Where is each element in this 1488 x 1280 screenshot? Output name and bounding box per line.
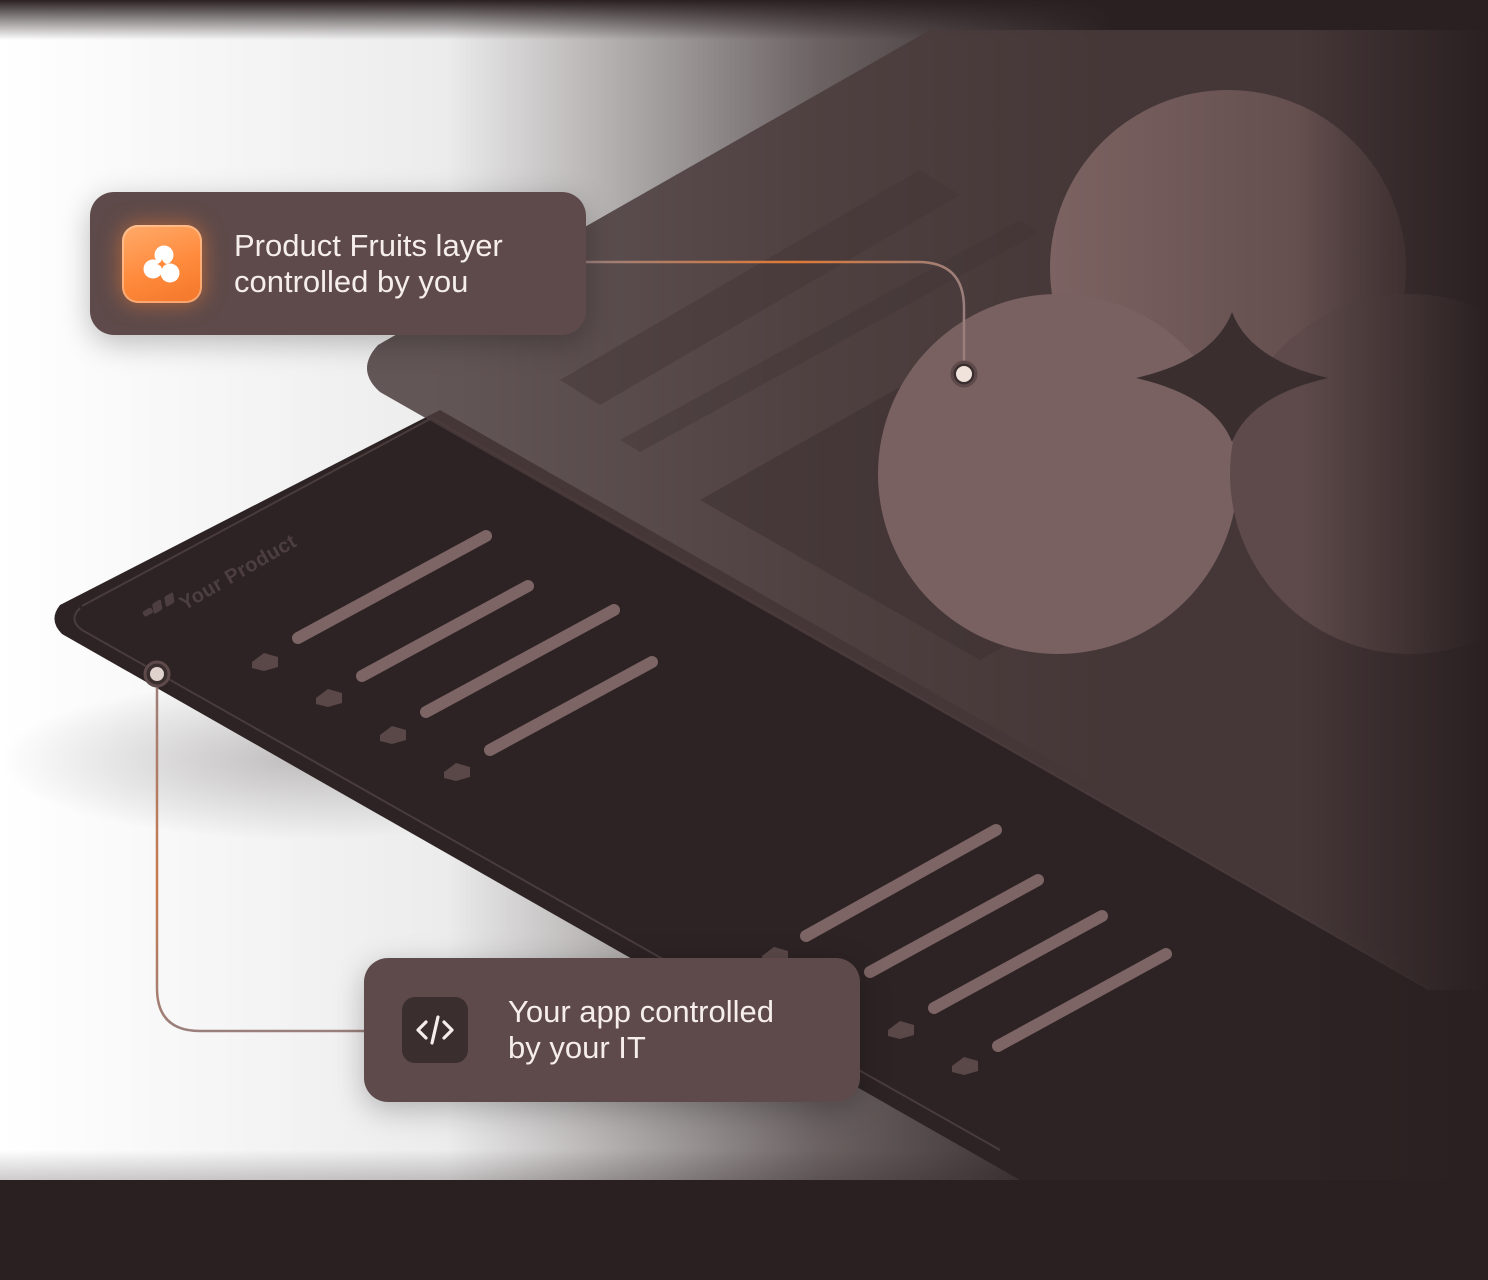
layer-callout-card: Product Fruits layer controlled by you bbox=[90, 192, 586, 335]
code-icon bbox=[402, 997, 468, 1063]
layer-connector bbox=[586, 260, 966, 374]
product-fruits-logo-icon bbox=[122, 224, 202, 303]
layer-callout-line2: controlled by you bbox=[234, 263, 469, 299]
app-list-top bbox=[252, 530, 658, 781]
app-connector bbox=[155, 674, 364, 1033]
app-callout-line1: Your app controlled bbox=[508, 994, 774, 1029]
app-callout-card: Your app controlled by your IT bbox=[364, 958, 860, 1102]
app-list-bottom bbox=[762, 824, 1172, 1075]
app-callout-line2: by your IT bbox=[508, 1030, 646, 1065]
app-panel bbox=[54, 410, 1488, 1180]
product-logo-icon bbox=[142, 592, 175, 617]
layer-callout-line1: Product Fruits layer bbox=[234, 227, 503, 263]
